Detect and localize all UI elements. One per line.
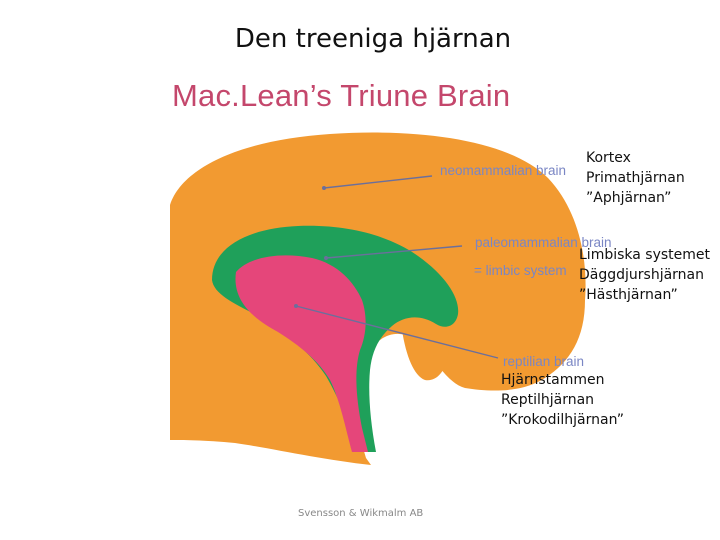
label-neomammalian: neomammalian brain <box>440 163 567 178</box>
label-paleomammalian: paleomammalian brain <box>475 235 612 250</box>
pointer-reptilian <box>295 305 499 359</box>
note-limbic: Limbiska systemet Däggdjurshjärnan ”Häst… <box>579 245 710 305</box>
pointer-reptilian-dot <box>294 304 298 308</box>
note-kortex-line: Primathjärnan <box>586 170 685 186</box>
note-limbic-line: ”Hästhjärnan” <box>579 287 678 303</box>
cerebellum-region <box>402 309 450 381</box>
note-limbic-line: Däggdjurshjärnan <box>579 267 705 283</box>
note-stem-line: Hjärnstammen <box>501 372 605 388</box>
pointer-neomammalian <box>323 175 433 189</box>
slide-title: Den treeniga hjärnan <box>234 24 512 54</box>
pointer-paleomammalian-dot <box>324 256 328 260</box>
pointer-paleomammalian <box>325 245 463 259</box>
footer-credit: Svensson & Wikmalm AB <box>298 508 424 519</box>
label-limbic-system: = limbic system <box>474 263 567 278</box>
note-stem: Hjärnstammen Reptilhjärnan ”Krokodilhjär… <box>501 370 624 430</box>
pointer-neomammalian-dot <box>322 186 326 190</box>
reptilian-region <box>235 255 368 452</box>
label-reptilian: reptilian brain <box>503 354 585 369</box>
figure-title: Mac.Lean’s Triune Brain <box>172 78 511 113</box>
note-stem-line: Reptilhjärnan <box>501 392 595 408</box>
note-kortex-line: Kortex <box>586 150 631 166</box>
note-kortex-line: ”Aphjärnan” <box>586 190 672 206</box>
note-limbic-line: Limbiska systemet <box>579 247 711 263</box>
note-kortex: Kortex Primathjärnan ”Aphjärnan” <box>586 148 685 208</box>
note-stem-line: ”Krokodilhjärnan” <box>501 412 624 428</box>
